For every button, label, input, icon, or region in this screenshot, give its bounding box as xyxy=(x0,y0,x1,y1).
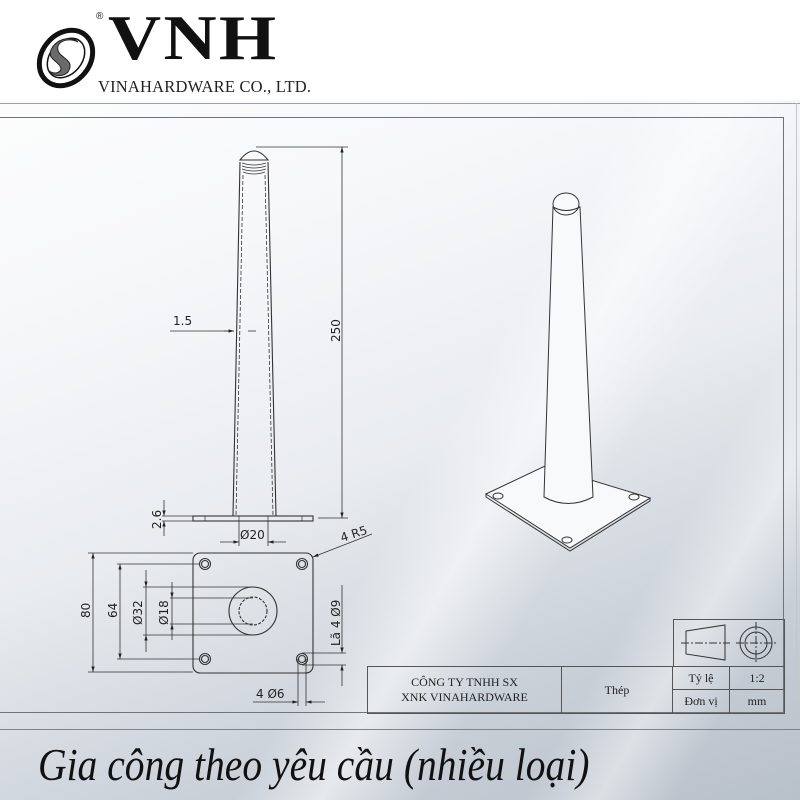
dim-height: 250 xyxy=(329,319,343,342)
company-line-2: XNK VINAHARDWARE xyxy=(401,690,528,704)
outer-border-top xyxy=(0,103,800,104)
dim-hole-spacing: 64 xyxy=(106,603,120,618)
dim-plate-thickness: 2.6 xyxy=(150,510,164,529)
front-view-dimensions xyxy=(162,146,373,558)
company-line-1: CÔNG TY TNHH SX xyxy=(411,675,518,689)
unit-value: mm xyxy=(730,690,785,714)
projection-symbol-box xyxy=(673,619,785,667)
title-block-company: CÔNG TY TNHH SX XNK VINAHARDWARE xyxy=(367,666,562,714)
brand-logo-text: VNH xyxy=(108,2,279,73)
dim-plate-size: 80 xyxy=(79,603,93,618)
outer-border-right xyxy=(796,103,797,730)
plate-view xyxy=(192,552,314,674)
dim-tube-diameter: Ø20 xyxy=(240,528,265,542)
scale-value: 1:2 xyxy=(730,666,785,690)
dim-inner-hole: Ø18 xyxy=(157,600,171,625)
caption: Gia công theo yêu cầu (nhiều loại) xyxy=(38,739,590,790)
isometric-view xyxy=(484,192,652,552)
swirl-s-logo-icon xyxy=(36,27,96,89)
title-block-material: Thép xyxy=(562,666,673,714)
dim-countersink: Lã 4 Ø9 xyxy=(329,600,343,646)
registered-mark: ® xyxy=(96,11,104,22)
front-view xyxy=(192,150,314,522)
outer-border-bottom xyxy=(0,729,800,730)
first-angle-projection-icon xyxy=(681,622,778,664)
dim-wall-thickness: 1.5 xyxy=(173,314,192,328)
unit-label: Đơn vị xyxy=(673,690,730,714)
dim-outer-ring: Ø32 xyxy=(131,600,145,625)
title-block: CÔNG TY TNHH SX XNK VINAHARDWARE Thép Tỷ… xyxy=(367,666,785,714)
drawing-frame xyxy=(0,117,784,713)
header: ® VNH VINAHARDWARE CO., LTD. xyxy=(0,0,800,100)
dim-hole: 4 Ø6 xyxy=(256,687,285,701)
company-name: VINAHARDWARE CO., LTD. xyxy=(98,77,312,96)
dim-corner-radius: 4 R5 xyxy=(339,523,369,545)
plate-view-dimensions xyxy=(88,552,346,706)
scale-label: Tỷ lệ xyxy=(673,666,730,690)
